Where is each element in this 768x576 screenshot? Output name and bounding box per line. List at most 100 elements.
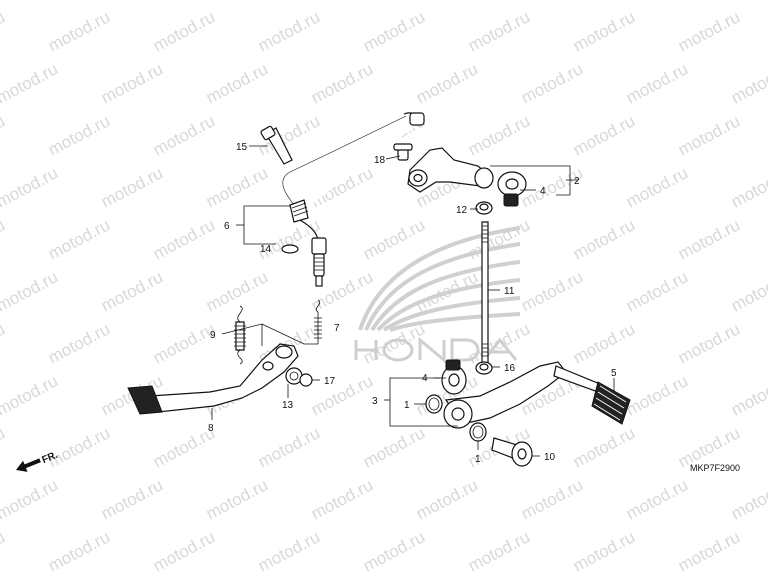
watermark-text: motod.ru [203, 267, 271, 315]
watermark-text: motod.ru [570, 527, 638, 575]
watermark-text: motod.ru [98, 475, 166, 523]
watermark-text: motod.ru [203, 475, 271, 523]
part-o-ring-1a [425, 394, 443, 414]
watermark-text: motod.ru [623, 163, 691, 211]
watermark-text: motod.ru [308, 0, 376, 4]
callout-8: 8 [208, 423, 214, 434]
watermark-text: motod.ru [570, 7, 638, 55]
watermark-text: motod.ru [518, 163, 586, 211]
watermark-text: motod.ru [360, 527, 428, 575]
watermark-text: motod.ru [728, 59, 768, 107]
leader-lines [211, 145, 615, 457]
watermark-text: motod.ru [0, 0, 61, 4]
part-nut-12 [475, 201, 493, 215]
watermark-text: motod.ru [150, 527, 218, 575]
watermark-text: motod.ru [0, 527, 8, 575]
watermark-text: motod.ru [465, 527, 533, 575]
watermark-text: motod.ru [0, 7, 8, 55]
watermark-text: motod.ru [413, 0, 481, 4]
diagram-code: MKP7F2900 [690, 463, 740, 473]
watermark-text: motod.ru [623, 267, 691, 315]
part-pivot-bolt [491, 437, 533, 467]
watermark-text: motod.ru [623, 59, 691, 107]
watermark-text: motod.ru [308, 475, 376, 523]
callout-11: 11 [504, 286, 515, 297]
watermark-text: motod.ru [728, 371, 768, 419]
part-spring-9 [234, 305, 246, 365]
watermark-text: motod.ru [308, 59, 376, 107]
watermark-text: motod.ru [465, 215, 533, 263]
watermark-text: motod.ru [308, 371, 376, 419]
watermark-text: motod.ru [675, 319, 743, 367]
watermark-text: motod.ru [413, 59, 481, 107]
watermark-text: motod.ru [518, 59, 586, 107]
callout-17: 17 [324, 376, 336, 387]
callout-15: 15 [236, 142, 248, 153]
watermark-text: motod.ru [570, 423, 638, 471]
watermark-text: motod.ru [45, 527, 113, 575]
watermark-text: motod.ru [623, 475, 691, 523]
part-bolt-18 [393, 143, 413, 161]
callout-4-lower: 4 [422, 373, 428, 384]
watermark-text: motod.ru [413, 475, 481, 523]
watermark-text: motod.ru [570, 111, 638, 159]
watermark-text: motod.ru [0, 111, 8, 159]
callout-3: 3 [372, 396, 378, 407]
watermark-text: motod.ru [675, 527, 743, 575]
part-o-ring-1b [469, 422, 487, 442]
watermark-text: motod.ru [203, 163, 271, 211]
watermark-text: motod.ru [518, 0, 586, 4]
watermark-text: motod.ru [728, 0, 768, 4]
watermark-text: motod.ru [518, 475, 586, 523]
watermark-text: motod.ru [360, 423, 428, 471]
honda-logo-lettering [354, 336, 518, 364]
callout-4-upper: 4 [540, 186, 546, 197]
part-tie-rod [481, 221, 489, 365]
callout-12: 12 [456, 205, 468, 216]
watermark-text: motod.ru [98, 267, 166, 315]
watermark-text: motod.ru [45, 319, 113, 367]
watermark-text: motod.ru [150, 111, 218, 159]
front-arrow-icon: FR. [16, 450, 60, 472]
watermark-text: motod.ru [150, 319, 218, 367]
watermark-text: motod.ru [203, 59, 271, 107]
watermark-text: motod.ru [98, 59, 166, 107]
watermark-text: motod.ru [98, 163, 166, 211]
callout-1-bottom: 1 [475, 454, 481, 465]
watermark-text: motod.ru [465, 111, 533, 159]
watermark-text: motod.ru [0, 267, 61, 315]
watermark-text: motod.ru [623, 0, 691, 4]
part-clip-17 [299, 373, 313, 387]
callout-16: 16 [504, 363, 516, 374]
watermark-text: motod.ru [675, 7, 743, 55]
callout-1-left: 1 [404, 400, 410, 411]
callout-14: 14 [260, 244, 272, 255]
part-nut-16 [475, 361, 493, 375]
watermark-text: motod.ru [570, 319, 638, 367]
watermark-text: motod.ru [45, 7, 113, 55]
watermark-text: motod.ru [0, 475, 61, 523]
watermark-text: motod.ru [45, 215, 113, 263]
part-ball-joint-upper [497, 171, 527, 207]
callout-7: 7 [334, 323, 340, 334]
part-cable-assembly [279, 112, 425, 287]
honda-wing-logo [358, 226, 521, 332]
callout-10: 10 [544, 452, 556, 463]
part-pedal-rubber [591, 381, 631, 425]
watermark-text: motod.ru [150, 215, 218, 263]
callout-2: 2 [574, 176, 580, 187]
watermark-text: motod.ru [728, 475, 768, 523]
watermark-text: motod.ru [623, 371, 691, 419]
callout-5: 5 [611, 368, 617, 379]
watermark-text: motod.ru [675, 215, 743, 263]
part-brake-pedal [127, 343, 299, 415]
watermark-text: motod.ru [675, 111, 743, 159]
watermark-text: motod.ru [0, 371, 61, 419]
watermark-text: motod.ru [0, 215, 8, 263]
watermark-text: motod.ru [98, 0, 166, 4]
watermark-text: motod.ru [465, 7, 533, 55]
watermark-text: motod.ru [0, 59, 61, 107]
callout-13: 13 [282, 400, 294, 411]
watermark-text: motod.ru [255, 527, 323, 575]
